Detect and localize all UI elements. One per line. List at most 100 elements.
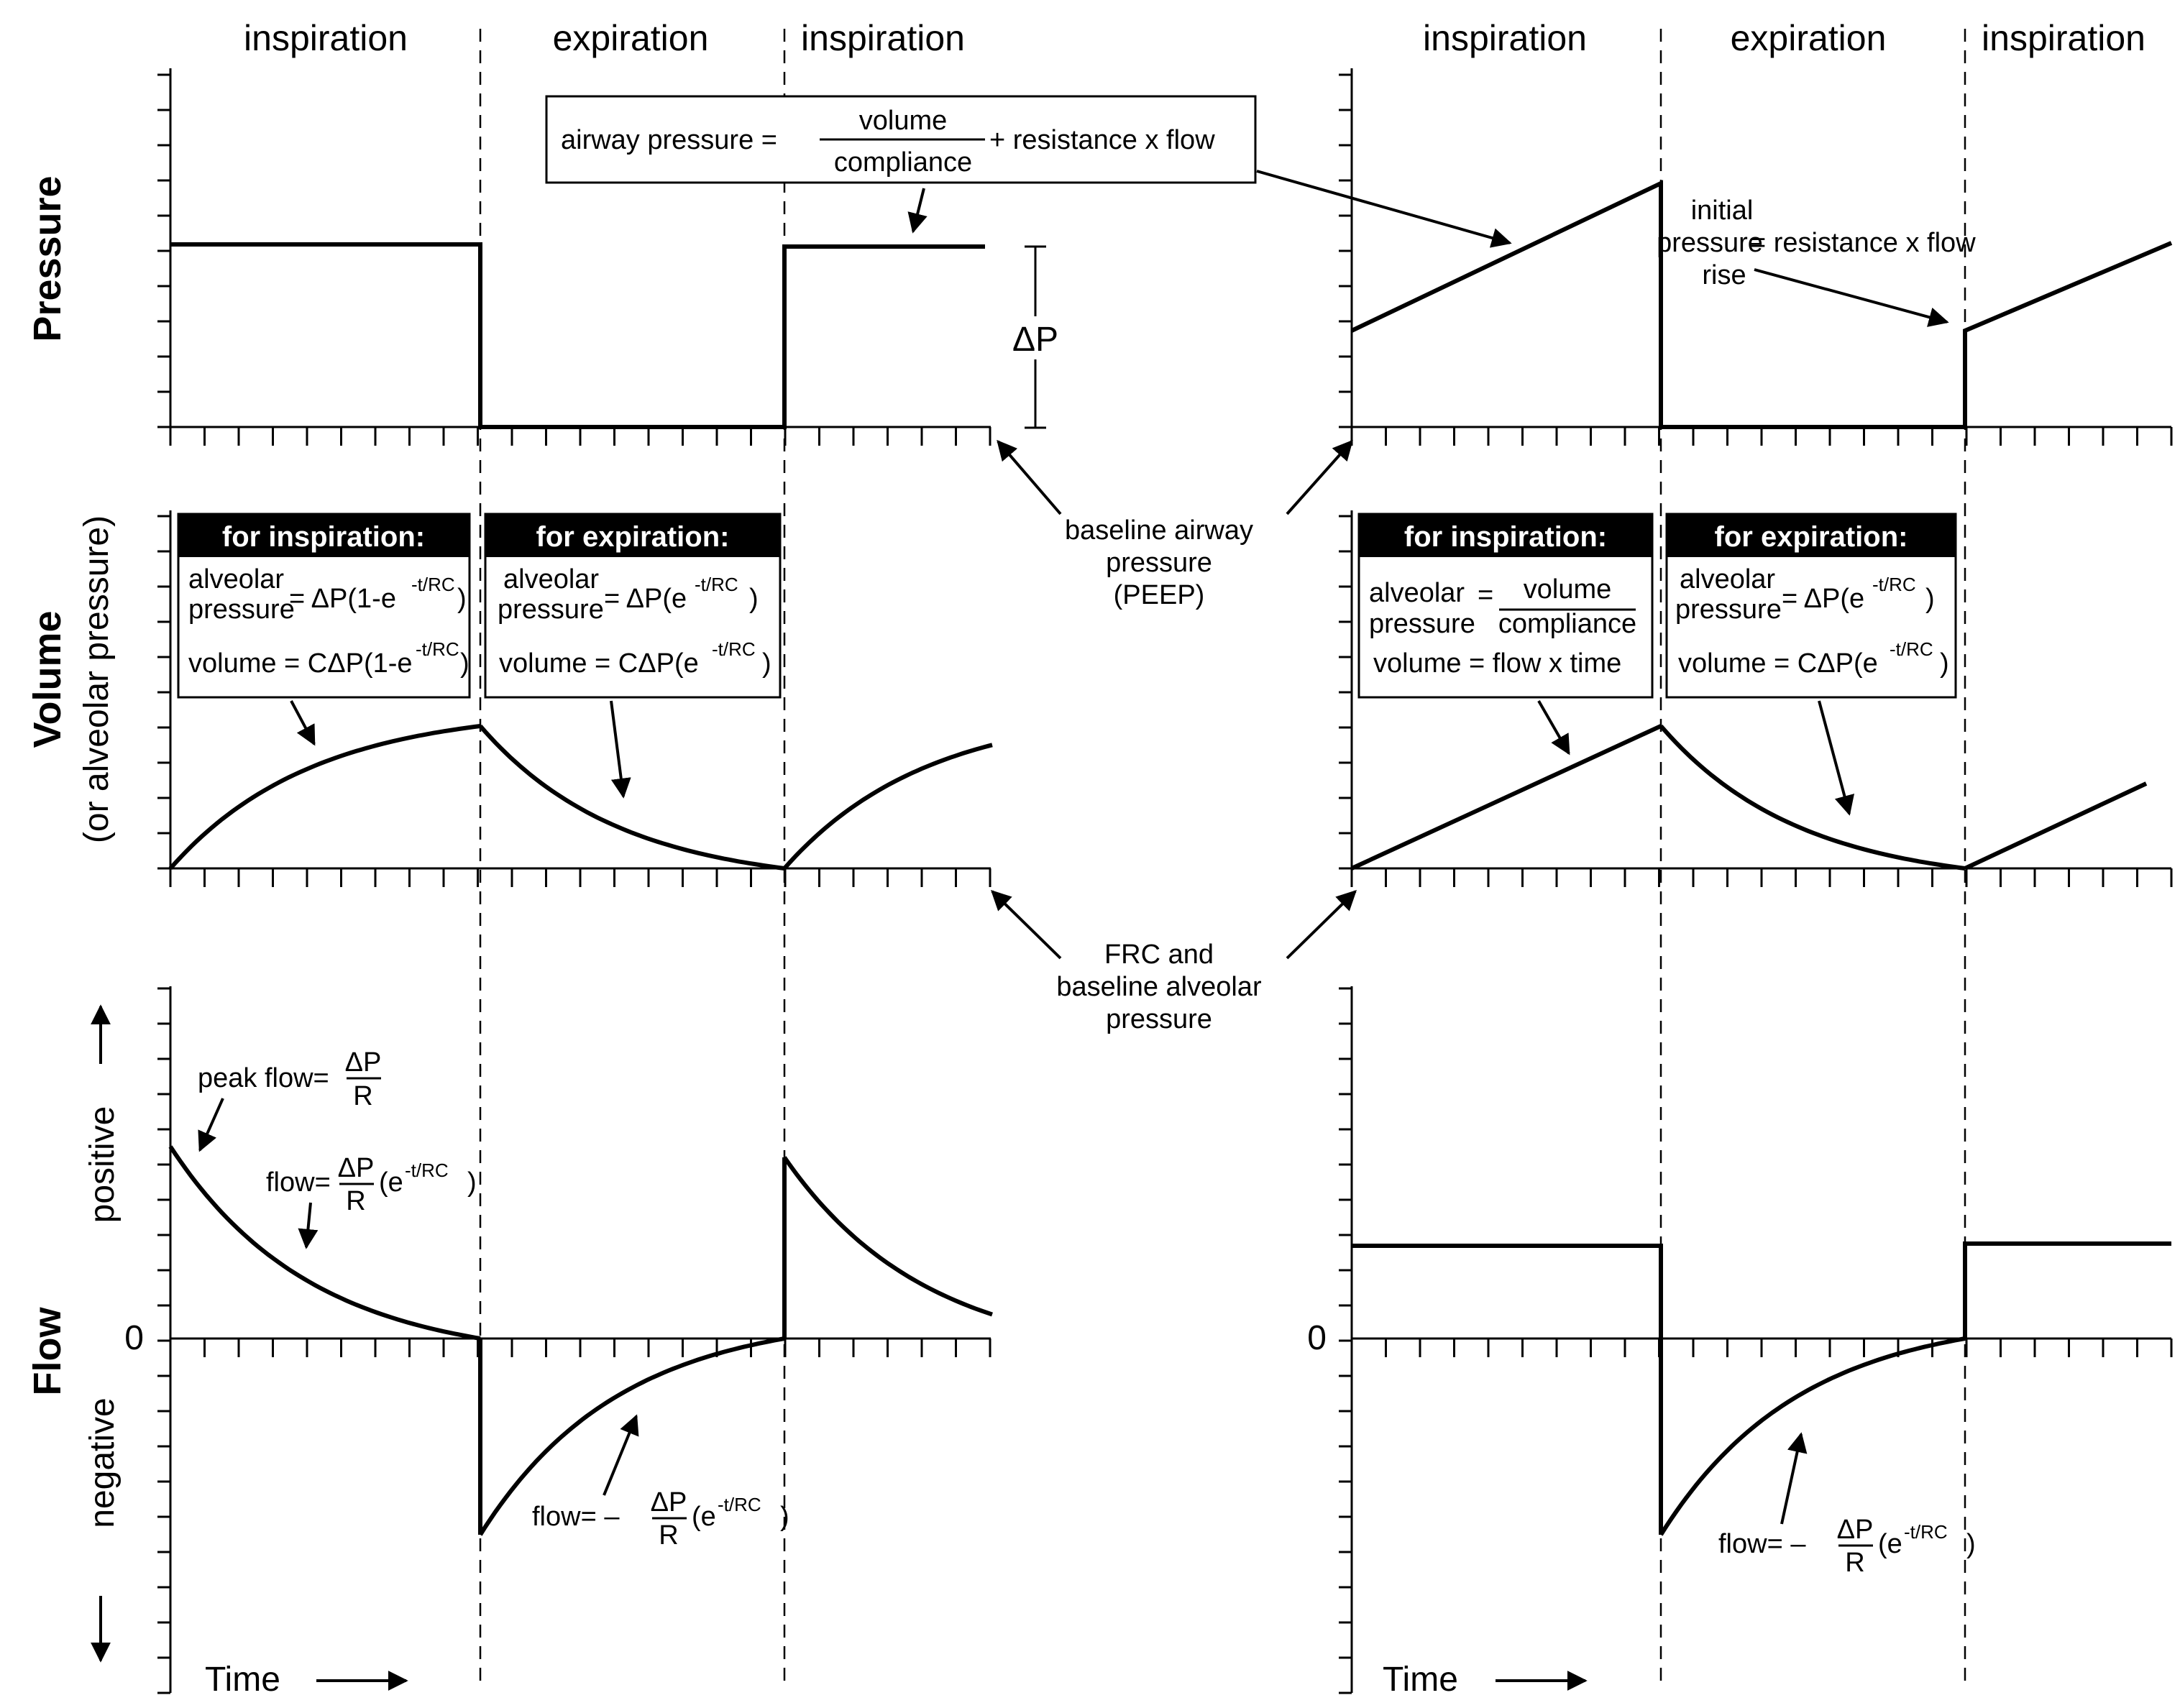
svg-text:for inspiration:: for inspiration: (1404, 521, 1607, 553)
svg-text:): ) (780, 1502, 789, 1532)
negative-label: negative (83, 1397, 122, 1528)
initial-pressure-rise-label: initial pressure rise = resistance x flo… (1657, 196, 1976, 290)
svg-text:flow= –: flow= – (1718, 1529, 1806, 1559)
phase-label-left-1: inspiration (244, 18, 408, 58)
airway-pressure-rhs: + resistance x flow (989, 125, 1215, 155)
svg-text:volume = CΔP(e: volume = CΔP(e (499, 648, 699, 679)
svg-text:compliance: compliance (1498, 609, 1636, 639)
baseline-airway-label: baseline airway pressure (PEEP) (1065, 515, 1253, 610)
svg-text:): ) (749, 584, 759, 614)
volume-axis-title: Volume (26, 610, 69, 748)
svg-text:= resistance x flow: = resistance x flow (1750, 228, 1976, 258)
volume-trace-left-insp2 (782, 743, 993, 870)
frc-label: FRC and baseline alveolar pressure (1056, 940, 1262, 1034)
volume-trace-left-insp (168, 724, 481, 871)
axes-group (157, 68, 2173, 1694)
left-exp-arrow-icon (610, 700, 631, 799)
time-label-right: Time (1383, 1661, 1458, 1699)
svg-text:= ΔP(e: = ΔP(e (604, 584, 687, 614)
svg-text:R: R (659, 1520, 678, 1551)
phase-label-right-1: inspiration (1423, 18, 1587, 58)
flow-trace-right-insp2 (1963, 1241, 2171, 1339)
initial-rise-arrow-icon (1754, 268, 1949, 327)
svg-text:volume = CΔP(1-e: volume = CΔP(1-e (188, 648, 413, 679)
svg-text:flow= –: flow= – (532, 1502, 620, 1532)
svg-text:ΔP: ΔP (1837, 1515, 1874, 1545)
svg-text:alveolar: alveolar (188, 564, 284, 594)
svg-text:-t/RC: -t/RC (718, 1494, 761, 1515)
airway-arrow-right-icon (1256, 170, 1512, 248)
flow-trace-left-insp2 (782, 1156, 993, 1317)
airway-arrow-left-icon (907, 188, 928, 234)
flow-negative-annotation-right: flow= – ΔP R (e -t/RC ) (1718, 1515, 1976, 1578)
flow-neg-arrow-right-icon (1780, 1432, 1808, 1525)
svg-text:-t/RC: -t/RC (695, 574, 738, 595)
svg-text:-t/RC: -t/RC (1904, 1521, 1948, 1543)
svg-text:alveolar: alveolar (1369, 578, 1465, 608)
svg-text:ΔP: ΔP (345, 1047, 382, 1078)
svg-text:): ) (460, 648, 470, 679)
left-insp-arrow-icon (290, 700, 316, 746)
right-insp-arrow-icon (1537, 700, 1570, 756)
svg-text:for inspiration:: for inspiration: (222, 521, 425, 553)
svg-text:FRC and: FRC and (1104, 940, 1214, 970)
baseline-arrow-right-icon (1286, 439, 1353, 515)
flow-eq-arrow-icon (298, 1202, 319, 1249)
svg-text:= ΔP(1-e: = ΔP(1-e (289, 584, 396, 614)
positive-label: positive (83, 1106, 122, 1223)
volume-trace-right-insp2 (1964, 781, 2148, 871)
svg-text:pressure: pressure (1657, 228, 1763, 258)
pressure-trace-right (1350, 180, 2173, 429)
phase-label-left-2: expiration (553, 18, 709, 58)
svg-text:-t/RC: -t/RC (416, 638, 459, 660)
phase-label-right-2: expiration (1731, 18, 1887, 58)
compliance-denominator: compliance (834, 147, 972, 178)
left-expiration-box: for expiration: alveolar pressure = ΔP(e… (484, 513, 782, 699)
svg-text:(e: (e (1878, 1529, 1902, 1559)
flow-equation-annotation: flow= ΔP R (e -t/RC ) (266, 1153, 477, 1216)
volume-trace-right-exp (1659, 725, 1966, 871)
waveform-traces (168, 180, 2173, 1536)
svg-text:rise: rise (1702, 260, 1746, 290)
flow-axis-title: Flow (26, 1307, 69, 1396)
volume-axis-subtitle: (or alveolar pressure) (78, 515, 116, 843)
svg-text:volume: volume (1524, 574, 1612, 605)
svg-text:peak flow=: peak flow= (198, 1063, 329, 1093)
svg-text:-t/RC: -t/RC (405, 1160, 449, 1181)
peak-flow-annotation: peak flow= ΔP R (198, 1047, 381, 1111)
svg-text:R: R (346, 1186, 365, 1216)
flow-trace-right-exp (1659, 1336, 1966, 1536)
svg-text:flow=: flow= (266, 1167, 331, 1198)
svg-text:=: = (1478, 580, 1493, 610)
pressure-trace-left (170, 242, 985, 429)
pressure-axis-title: Pressure (26, 175, 69, 341)
svg-text:pressure: pressure (1106, 548, 1212, 578)
svg-text:= ΔP(e: = ΔP(e (1782, 584, 1864, 614)
airway-pressure-lhs: airway pressure = (561, 125, 777, 155)
svg-text:(e: (e (379, 1167, 403, 1198)
svg-text:): ) (467, 1167, 477, 1198)
flow-trace-right-insp (1352, 1244, 1663, 1535)
svg-text:(e: (e (692, 1502, 716, 1532)
svg-text:ΔP: ΔP (651, 1487, 687, 1518)
peak-flow-arrow-icon (198, 1098, 224, 1152)
svg-text:alveolar: alveolar (503, 564, 599, 594)
zero-label-right: 0 (1307, 1319, 1327, 1357)
svg-text:pressure: pressure (188, 594, 295, 625)
svg-text:R: R (353, 1081, 372, 1111)
svg-text:pressure: pressure (1675, 594, 1782, 625)
left-inspiration-box: for inspiration: alveolar pressure = ΔP(… (177, 513, 471, 699)
right-exp-arrow-icon (1818, 700, 1855, 816)
svg-text:): ) (762, 648, 771, 679)
svg-text:alveolar: alveolar (1680, 564, 1775, 594)
baseline-arrow-left-icon (997, 439, 1062, 515)
flow-trace-left-insp (168, 1145, 481, 1341)
volume-trace-left-exp (478, 725, 785, 871)
svg-text:volume = flow x time: volume = flow x time (1373, 648, 1621, 679)
volume-numerator: volume (859, 106, 948, 136)
svg-text:pressure: pressure (1106, 1004, 1212, 1034)
svg-text:-t/RC: -t/RC (411, 574, 455, 595)
flow-negative-annotation-left: flow= – ΔP R (e -t/RC ) (532, 1487, 789, 1551)
phase-label-right-3: inspiration (1982, 18, 2145, 58)
svg-text:-t/RC: -t/RC (1890, 638, 1933, 660)
